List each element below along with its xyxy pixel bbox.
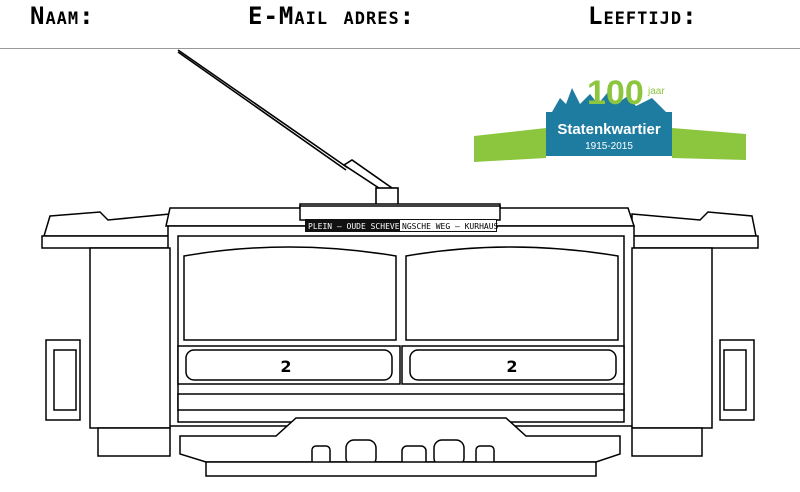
bumper-left <box>97 427 171 457</box>
roof-left <box>42 211 171 237</box>
logo-ribbon-left <box>474 128 546 162</box>
tram-body <box>41 203 759 477</box>
route-number-left: 2 <box>280 357 291 376</box>
undercarriage <box>179 417 621 463</box>
destination-board-frame <box>299 205 501 221</box>
bumper-right <box>631 427 703 457</box>
side-pillar-right <box>631 247 713 429</box>
logo-skyline <box>552 88 666 112</box>
age-label: Leeftijd: <box>588 2 698 30</box>
window-left <box>183 246 397 341</box>
window-right <box>405 246 619 341</box>
destination-text-right: NGSCHE WEG – KURHAUS <box>402 222 499 231</box>
logo-years: 1915-2015 <box>585 141 633 152</box>
lower-panel <box>177 393 625 411</box>
number-board-left <box>185 349 393 381</box>
roof-right <box>631 211 757 237</box>
header-divider <box>0 48 800 49</box>
logo-banner <box>546 112 672 156</box>
rail-beam <box>205 461 597 477</box>
side-box-left-inner <box>53 349 77 411</box>
logo-ribbon-right <box>672 128 746 160</box>
logo-number: 100 <box>587 74 644 112</box>
statenkwartier-logo: 100 jaar Statenkwartier 1915-2015 <box>474 74 746 162</box>
logo-unit: jaar <box>647 86 665 97</box>
destination-text-left: PLEIN – OUDE SCHEVENI <box>308 222 409 231</box>
roof-rail-right <box>629 235 759 249</box>
trolley-pole <box>177 49 399 207</box>
logo-name: Statenkwartier <box>557 121 661 138</box>
side-box-right-inner <box>723 349 747 411</box>
side-pillar-left <box>89 247 171 429</box>
destination-right-panel <box>400 220 496 231</box>
roof-rail-left <box>41 235 173 249</box>
route-number-right: 2 <box>506 357 517 376</box>
number-board-right <box>409 349 617 381</box>
email-label: E-Mail adres: <box>248 2 416 30</box>
name-label: Naam: <box>30 2 95 30</box>
